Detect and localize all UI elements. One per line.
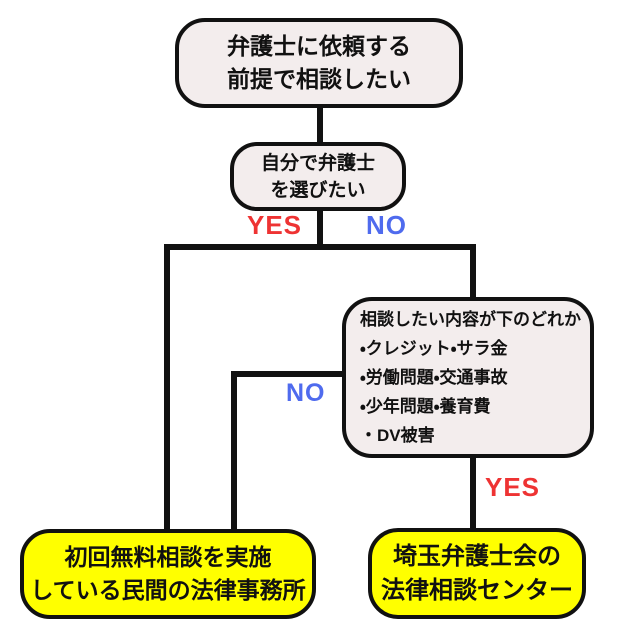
connector-choose-stem xyxy=(317,207,323,247)
connector-no-branch-down xyxy=(470,244,476,302)
node-topics-title: 相談したい内容が下のどれか xyxy=(360,310,581,329)
node-topics-item: ・DV被害 xyxy=(360,426,435,445)
node-private-line-2: している民間の法律事務所 xyxy=(30,577,306,603)
connector-yes-branch-down xyxy=(164,244,170,534)
node-choose-line-1: 自分で弁護士 xyxy=(260,152,375,174)
connector-start-to-choose xyxy=(317,104,323,146)
connector-topics-yes-down xyxy=(470,454,476,532)
node-consultation-topics: 相談したい内容が下のどれか ・クレジット・サラ金 ・労働問題・交通事故 ・少年問… xyxy=(342,297,594,458)
label-no-choose: NO xyxy=(366,210,407,240)
node-topics-item: ・クレジット・サラ金 xyxy=(360,339,508,358)
node-topics-item: ・労働問題・交通事故 xyxy=(360,368,508,387)
node-result-private-law-firm: 初回無料相談を実施 している民間の法律事務所 xyxy=(20,529,316,619)
connector-topics-no-horizontal xyxy=(231,371,345,377)
node-choose-line-2: を選びたい xyxy=(270,179,366,201)
node-start-line-1: 弁護士に依頼する xyxy=(227,33,411,59)
node-start: 弁護士に依頼する 前提で相談したい xyxy=(175,18,463,108)
node-start-line-2: 前提で相談したい xyxy=(227,66,411,92)
label-no-topics: NO xyxy=(286,379,326,407)
connector-split-bar xyxy=(164,244,476,250)
node-result-saitama-bar-center: 埼玉弁護士会の 法律相談センター xyxy=(368,528,586,619)
label-yes-topics: YES xyxy=(485,472,541,502)
node-private-line-1: 初回無料相談を実施 xyxy=(64,544,272,570)
label-yes-choose: YES xyxy=(247,210,303,240)
node-choose-lawyer-yourself: 自分で弁護士 を選びたい xyxy=(230,142,406,211)
connector-topics-no-vertical xyxy=(231,371,237,534)
node-saitama-line-2: 法律相談センター xyxy=(381,576,573,604)
node-topics-item: ・少年問題・養育費 xyxy=(360,397,491,416)
node-saitama-line-1: 埼玉弁護士会の xyxy=(393,542,561,570)
